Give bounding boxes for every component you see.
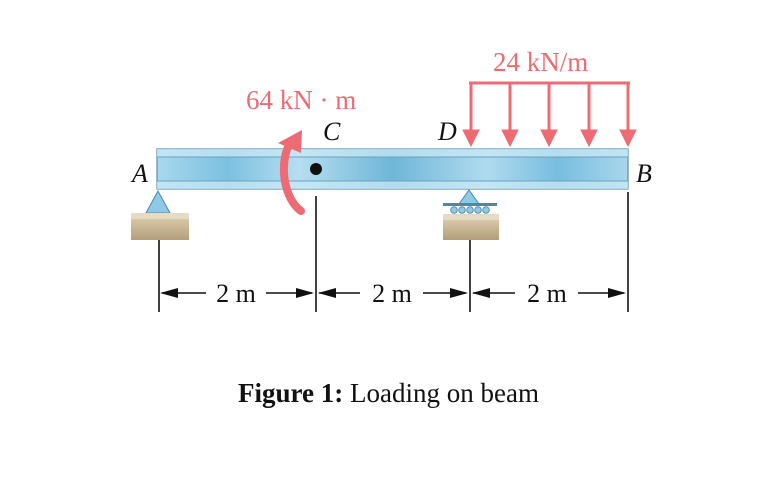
caption-label: Figure 1: [238,378,344,408]
roller-support-d [443,189,499,240]
dimension-lines [158,192,629,312]
caption-text: Loading on beam [350,378,539,408]
label-d: D [437,117,457,146]
label-a: A [130,159,148,188]
couple-moment-arrow [278,130,305,215]
dimension-label-1: 2 m [216,279,256,308]
label-c: C [323,117,341,146]
dimension-label-3: 2 m [527,279,567,308]
distributed-load [462,81,637,148]
label-b: B [636,159,652,188]
pin-support-a [131,189,189,240]
load-label: 24 kN/m [493,47,588,77]
dimension-label-2: 2 m [372,279,412,308]
point-c-dot [310,163,322,175]
beam [156,148,629,190]
figure-caption: Figure 1: Loading on beam [0,378,777,409]
moment-label: 64 kN · m [246,85,356,115]
